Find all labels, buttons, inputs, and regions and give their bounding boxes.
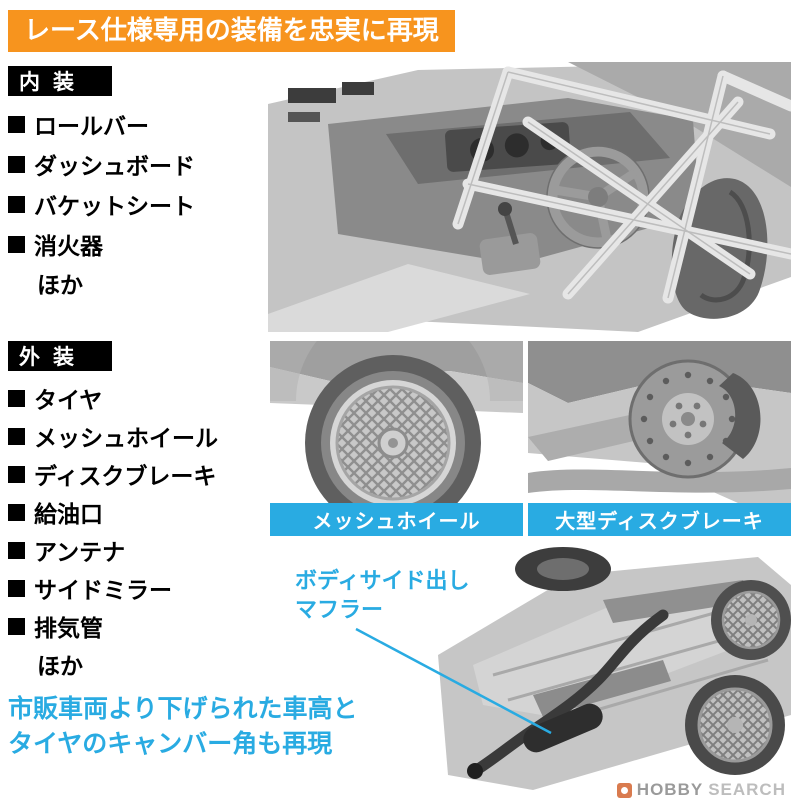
- stance-note: 市販車両より下げられた車高と タイヤのキャンバー角も再現: [8, 692, 358, 762]
- square-bullet-icon: [8, 427, 25, 445]
- list-item: サイドミラー: [8, 569, 263, 607]
- mesh-wheel-image: [270, 341, 523, 503]
- interior-cockpit-render: [268, 62, 791, 332]
- hobbysearch-logo-icon: [616, 782, 632, 798]
- square-bullet-icon: [8, 503, 25, 521]
- exterior-feature-list: タイヤ メッシュホイール ディスクブレーキ 給油口 アンテナ サイドミラー 排気…: [8, 379, 263, 682]
- list-item-label: ロールバー: [34, 113, 149, 139]
- list-item-label: 給油口: [34, 501, 103, 527]
- mesh-wheel-caption: メッシュホイール: [270, 503, 523, 536]
- chassis-underside-image: [413, 545, 791, 793]
- square-bullet-icon: [8, 155, 25, 173]
- list-item-label: メッシュホイール: [34, 425, 218, 451]
- muffler-callout-line1: ボディサイド出し: [295, 568, 470, 593]
- list-item: ロールバー: [8, 104, 263, 144]
- list-item-label: 消火器: [34, 233, 103, 259]
- list-item-label: タイヤ: [34, 387, 103, 413]
- interior-section-header: 内装: [8, 66, 112, 96]
- watermark-brand-primary: HOBBY: [636, 780, 704, 799]
- square-bullet-icon: [8, 235, 25, 253]
- list-item: メッシュホイール: [8, 417, 263, 455]
- stance-note-line2: タイヤのキャンバー角も再現: [8, 730, 333, 758]
- square-bullet-icon: [8, 195, 25, 213]
- list-item: ディスクブレーキ: [8, 455, 263, 493]
- square-bullet-icon: [8, 115, 25, 133]
- list-item-label: ディスクブレーキ: [34, 463, 217, 489]
- list-more-label: ほか: [37, 652, 83, 679]
- watermark-brand-secondary: SEARCH: [708, 780, 786, 799]
- square-bullet-icon: [8, 465, 25, 483]
- mesh-wheel-figure: メッシュホイール: [270, 341, 523, 536]
- list-more-label: ほか: [37, 271, 83, 298]
- square-bullet-icon: [8, 541, 25, 559]
- list-item-label: 排気管: [34, 615, 103, 641]
- list-item: 消火器: [8, 224, 263, 264]
- list-item-label: バケットシート: [34, 193, 195, 219]
- muffler-callout: ボディサイド出し マフラー: [295, 566, 469, 624]
- list-item-label: ダッシュボード: [34, 153, 195, 179]
- chassis-underside-figure: [413, 545, 791, 793]
- list-item: 排気管: [8, 607, 263, 645]
- square-bullet-icon: [8, 579, 25, 597]
- exterior-section-header: 外装: [8, 341, 112, 371]
- square-bullet-icon: [8, 617, 25, 635]
- list-item: 給油口: [8, 493, 263, 531]
- list-item: バケットシート: [8, 184, 263, 224]
- list-item: タイヤ: [8, 379, 263, 417]
- square-bullet-icon: [8, 389, 25, 407]
- list-item: ダッシュボード: [8, 144, 263, 184]
- interior-feature-list: ロールバー ダッシュボード バケットシート 消火器 ほか: [8, 104, 263, 301]
- disc-brake-caption: 大型ディスクブレーキ: [528, 503, 791, 536]
- muffler-callout-line2: マフラー: [295, 597, 384, 622]
- disc-brake-figure: 大型ディスクブレーキ: [528, 341, 791, 536]
- interior-cockpit-image: [268, 62, 791, 332]
- disc-brake-image: [528, 341, 791, 503]
- hobbysearch-watermark: HOBBY SEARCH: [616, 780, 786, 800]
- list-item: アンテナ: [8, 531, 263, 569]
- stance-note-line1: 市販車両より下げられた車高と: [8, 695, 358, 723]
- page-title: レース仕様専用の装備を忠実に再現: [8, 10, 455, 53]
- list-item-label: アンテナ: [34, 539, 126, 565]
- list-item-label: サイドミラー: [34, 577, 172, 603]
